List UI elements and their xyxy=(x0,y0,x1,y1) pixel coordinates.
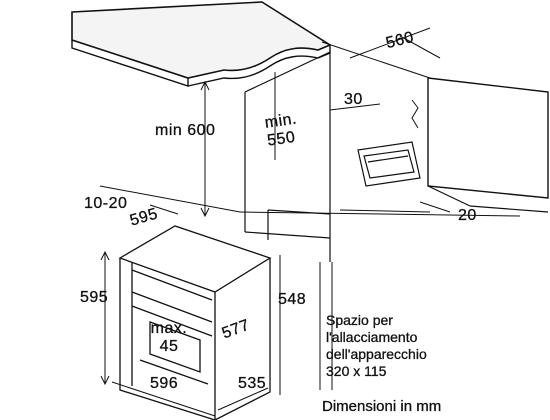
dim-30: 30 xyxy=(344,91,363,108)
note-line-2: l'allacciamento xyxy=(326,329,418,345)
dim-596: 596 xyxy=(150,375,179,392)
cabinet-niche xyxy=(244,51,331,262)
oven-dimension-lines xyxy=(100,250,333,417)
dim-535: 535 xyxy=(238,375,267,392)
dim-min-550: min. 550 xyxy=(263,110,299,150)
dim-max-45: max. 45 xyxy=(150,320,188,355)
note-line-3: dell'apparecchio xyxy=(326,346,427,362)
note-line-1: Spazio per xyxy=(326,312,393,328)
dim-548: 548 xyxy=(278,291,307,308)
oven-appliance xyxy=(118,225,272,420)
dim-595-left: 595 xyxy=(80,289,109,306)
connection-box xyxy=(357,141,421,187)
dim-10-20: 10-20 xyxy=(84,195,128,212)
dimension-lines xyxy=(99,27,521,218)
countertop xyxy=(71,1,332,87)
units-label: Dimensioni in mm xyxy=(322,398,442,415)
dim-20: 20 xyxy=(458,207,477,224)
note-line-4: 320 x 115 xyxy=(326,363,387,379)
connection-space-note: Spazio per l'allacciamento dell'apparecc… xyxy=(326,312,427,380)
side-wall xyxy=(411,77,549,213)
dim-min-600: min 600 xyxy=(155,122,216,139)
